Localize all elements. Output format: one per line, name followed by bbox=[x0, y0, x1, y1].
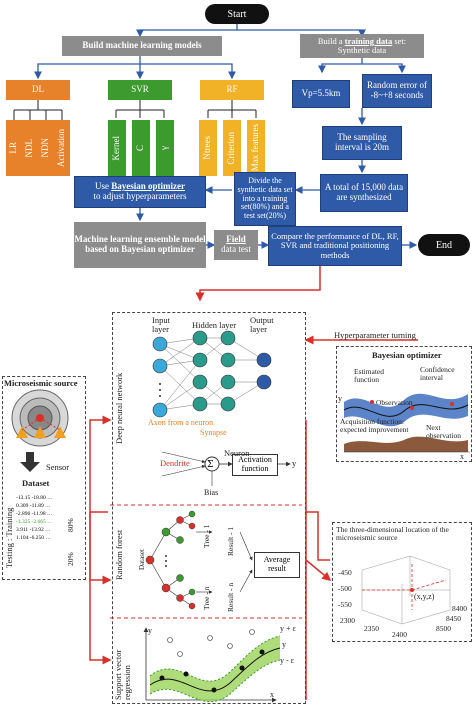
x-tick: 2300 bbox=[340, 616, 355, 625]
source-title: Microseismic source bbox=[4, 378, 78, 388]
source-panel bbox=[2, 376, 86, 580]
start-node: Start bbox=[205, 4, 269, 24]
dl-param-activation: Activation bbox=[54, 120, 70, 176]
z-tick: -500 bbox=[338, 584, 352, 593]
x-tick: 2400 bbox=[392, 630, 407, 639]
divide-box: Divide the synthetic data set into a tra… bbox=[234, 172, 296, 226]
bo-confidence: Confidence interval bbox=[420, 365, 455, 382]
build-training-line1: Build a training data set: bbox=[317, 35, 407, 46]
dl-param-lr: LR bbox=[6, 120, 22, 176]
dendrite-label: Dendrite bbox=[160, 458, 190, 468]
bo-x: x bbox=[460, 452, 464, 461]
bo-acquisition: Acquisition function: expected improveme… bbox=[340, 417, 409, 434]
build-models-label: Build machine learning models bbox=[82, 40, 202, 51]
average-box: Average result bbox=[254, 552, 300, 578]
svr-x-axis: x bbox=[270, 690, 274, 699]
axon-label: Axon from a neuron bbox=[148, 418, 214, 427]
output-layer-label: Output layer bbox=[250, 315, 274, 334]
bayes-line2: to adjust hyperparameters bbox=[93, 191, 187, 201]
dataset-label: Dataset bbox=[22, 478, 50, 488]
bo-panel bbox=[336, 346, 472, 462]
table-row: 3.911 -13.92 … bbox=[16, 527, 51, 533]
field-bold: Field bbox=[226, 234, 246, 245]
bayes-line1: Use Bayesian optimizer bbox=[95, 181, 185, 192]
location-title: The three-dimensional location of the mi… bbox=[336, 525, 449, 543]
bo-observation: Observation bbox=[376, 398, 413, 407]
random-error-box: Random error of -8~+8 seconds bbox=[362, 74, 432, 108]
svg-text:Σ: Σ bbox=[207, 460, 213, 470]
neuron-label: Neuron bbox=[224, 448, 250, 458]
rf-box: RF bbox=[200, 80, 264, 100]
svr-param-gamma: γ bbox=[156, 120, 174, 176]
sensor-label: Sensor bbox=[46, 462, 70, 472]
y-tick: 8450 bbox=[446, 614, 461, 623]
table-row: -1.325 -2.665 … bbox=[16, 519, 53, 525]
hyper-turning-label: Hyperparameter turning bbox=[334, 330, 416, 340]
sampling-box: The sampling interval is 20m bbox=[322, 126, 402, 160]
svr-y-minus: y - ε bbox=[280, 656, 295, 665]
models-panel bbox=[112, 312, 306, 704]
field-test-box: Field data test bbox=[214, 230, 258, 260]
bo-title: Bayesian optimizer bbox=[372, 350, 442, 360]
bo-estimated: Estimated function bbox=[354, 367, 384, 384]
y-tick: 8500 bbox=[436, 624, 451, 633]
synapse-label: Synapse bbox=[200, 428, 227, 437]
svr-param-c: C bbox=[132, 120, 150, 176]
ensemble-box: Machine learning ensemble model based on… bbox=[74, 222, 206, 268]
build-training-line2: Synthetic data bbox=[337, 45, 387, 55]
total-box: A total of 15,000 data are synthesized bbox=[320, 174, 408, 212]
build-training-box: Build a training data set: Synthetic dat… bbox=[300, 34, 424, 58]
svr-box: SVR bbox=[108, 80, 172, 100]
vp-box: Vp=5.5km bbox=[292, 80, 350, 108]
output-y: y bbox=[292, 458, 297, 468]
input-layer-label: Input layer bbox=[152, 315, 170, 334]
xyz-label: (x,y,z) bbox=[414, 592, 435, 601]
activation-box: Activation function bbox=[232, 454, 278, 476]
bo-y: y bbox=[338, 394, 342, 403]
dl-param-ndn: NDN bbox=[38, 120, 54, 176]
data-table: -13.15 -18.80 … 0.309 -11.89 … -2.896 -1… bbox=[16, 494, 68, 554]
bo-next: Next observation bbox=[426, 423, 461, 440]
svr-y-axis: y bbox=[148, 626, 152, 635]
end-node: End bbox=[418, 234, 470, 256]
svr-param-kernel: Kernel bbox=[108, 120, 126, 176]
svr-y-plus: y + ε bbox=[280, 624, 296, 633]
rf-param-criterion: Criterion bbox=[223, 120, 241, 176]
rf-param-maxfeatures: Max features bbox=[247, 120, 265, 176]
z-tick: -550 bbox=[338, 600, 352, 609]
z-tick: -450 bbox=[338, 568, 352, 577]
svr-y: y bbox=[282, 640, 286, 649]
table-row: -13.15 -18.80 … bbox=[16, 495, 53, 501]
x-tick: 2350 bbox=[364, 624, 379, 633]
compare-box: Compare the performance of DL, RF, SVR a… bbox=[268, 226, 402, 266]
dl-box: DL bbox=[6, 80, 70, 100]
y-tick: 8400 bbox=[452, 604, 467, 613]
rf-param-ntrees: Ntrees bbox=[199, 120, 217, 176]
dl-param-ndl: NDL bbox=[22, 120, 38, 176]
field-rest: data test bbox=[221, 244, 251, 254]
table-row: 1.104 -6.250 … bbox=[16, 535, 51, 541]
table-row: -2.896 -11.98 … bbox=[16, 511, 53, 517]
table-row: 0.309 -11.89 … bbox=[16, 503, 51, 509]
location-panel bbox=[332, 522, 472, 642]
bias-label: Bias bbox=[204, 488, 219, 497]
build-models-box: Build machine learning models bbox=[62, 36, 222, 56]
bayes-box: Use Bayesian optimizer to adjust hyperpa… bbox=[74, 176, 206, 208]
hidden-layer-label: Hidden layer bbox=[192, 320, 237, 330]
